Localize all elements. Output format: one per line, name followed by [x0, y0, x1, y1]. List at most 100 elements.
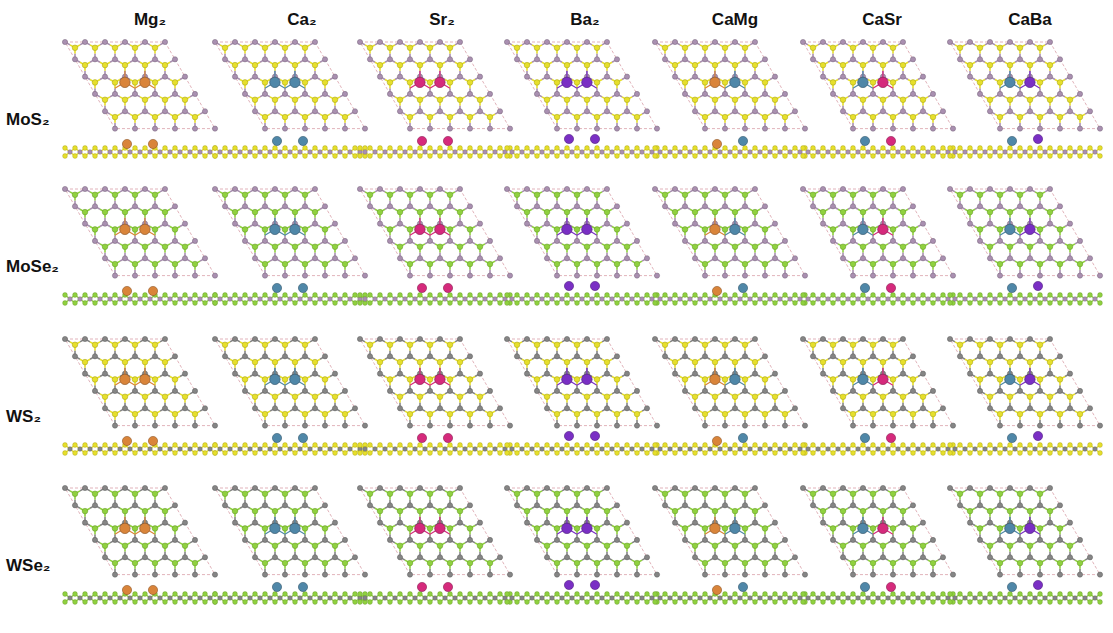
bond — [612, 25, 617, 28]
chalcogen-atom — [635, 154, 640, 159]
bond — [215, 62, 220, 65]
bond — [632, 59, 637, 62]
chalcogen-atom — [223, 154, 228, 159]
chalcogen-atom — [595, 154, 600, 159]
adsorbate-atom — [272, 136, 281, 145]
chalcogen-atom — [388, 146, 393, 151]
bond — [660, 80, 665, 83]
bond — [85, 111, 90, 114]
chalcogen-atom — [447, 114, 453, 120]
bond — [662, 111, 667, 114]
bond — [617, 25, 622, 28]
bond — [492, 59, 497, 62]
bond — [185, 62, 190, 65]
bond — [502, 62, 507, 65]
chalcogen-atom — [323, 146, 328, 151]
bond — [465, 25, 470, 28]
chalcogen-atom — [73, 154, 78, 159]
metal-atom — [594, 91, 599, 96]
adsorbate-atom — [120, 77, 130, 87]
metal-atom — [322, 126, 327, 131]
chalcogen-atom — [358, 146, 363, 151]
bond — [40, 28, 45, 31]
chalcogen-atom — [574, 45, 580, 51]
chalcogen-atom — [152, 45, 158, 51]
chalcogen-atom — [322, 80, 328, 86]
bond — [470, 25, 475, 28]
bond — [715, 131, 720, 134]
chalcogen-atom — [367, 45, 373, 51]
metal-atom — [634, 126, 639, 131]
metal-atom — [112, 91, 117, 96]
metal-atom — [564, 109, 569, 114]
metal-atom — [348, 150, 353, 155]
bond — [780, 80, 785, 83]
metal-atom — [252, 39, 257, 44]
bond — [532, 114, 537, 117]
metal-atom — [477, 109, 482, 114]
metal-atom — [397, 109, 402, 114]
bond — [190, 45, 195, 48]
bond — [512, 80, 517, 83]
chalcogen-atom — [252, 97, 258, 103]
bond — [330, 131, 335, 134]
chalcogen-atom — [565, 146, 570, 151]
metal-atom — [302, 91, 307, 96]
chalcogen-atom — [273, 154, 278, 159]
bond — [210, 80, 215, 83]
bond — [532, 129, 537, 132]
bond — [70, 25, 75, 28]
metal-atom — [604, 39, 609, 44]
chalcogen-atom — [524, 62, 530, 68]
bond — [645, 25, 650, 28]
metal-atom — [387, 57, 392, 62]
bond — [510, 94, 515, 97]
metal-atom — [308, 150, 313, 155]
chalcogen-atom — [262, 45, 268, 51]
bond — [370, 131, 375, 134]
bond — [390, 131, 395, 134]
bond — [235, 97, 240, 100]
chalcogen-atom — [525, 154, 530, 159]
bond — [500, 131, 505, 134]
bond — [635, 62, 640, 65]
bond — [582, 131, 587, 134]
bond — [385, 129, 390, 132]
chalcogen-atom — [113, 154, 118, 159]
chalcogen-atom — [173, 154, 178, 159]
metal-atom — [298, 150, 303, 155]
bond — [735, 131, 740, 134]
bond — [235, 28, 240, 31]
bond — [370, 111, 375, 114]
chalcogen-atom — [358, 154, 363, 159]
metal-atom — [604, 74, 609, 79]
chalcogen-atom — [303, 146, 308, 151]
bond — [230, 28, 235, 31]
bond — [775, 62, 780, 65]
bond — [85, 131, 90, 134]
metal-atom — [212, 39, 217, 44]
metal-atom — [82, 74, 87, 79]
chalcogen-atom — [438, 154, 443, 159]
bond — [225, 114, 230, 117]
chalcogen-atom — [303, 154, 308, 159]
metal-atom — [178, 150, 183, 155]
chalcogen-atom — [534, 45, 540, 51]
metal-atom — [457, 109, 462, 114]
bond — [790, 77, 795, 80]
bond — [345, 80, 350, 83]
bond — [497, 59, 502, 62]
bond — [695, 131, 700, 134]
bond — [235, 111, 240, 114]
chalcogen-atom — [143, 146, 148, 151]
chalcogen-atom — [333, 154, 338, 159]
bond — [525, 129, 530, 132]
bond — [360, 62, 365, 65]
adsorbate-atom — [290, 77, 300, 87]
metal-atom — [162, 39, 167, 44]
metal-atom — [228, 150, 233, 155]
bond — [360, 97, 365, 100]
bond — [630, 42, 635, 45]
bond — [330, 62, 335, 65]
bond — [340, 28, 345, 31]
